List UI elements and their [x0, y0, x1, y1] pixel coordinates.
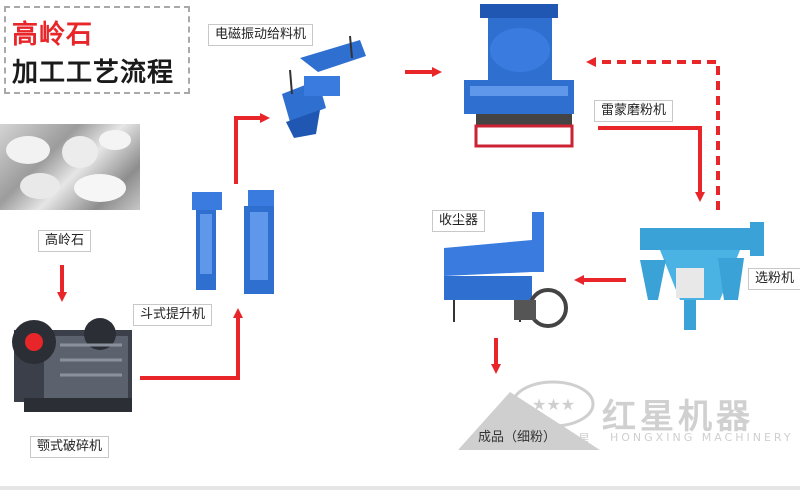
vibrating-feeder [282, 35, 366, 138]
return-arrow [586, 57, 720, 210]
kaolin-rocks [6, 130, 131, 202]
raymond-mill [464, 4, 574, 148]
title-line-1: 高岭石 [12, 20, 94, 50]
watermark-emblem-icon: ★★★ [511, 380, 595, 428]
arrow-crusher-to-elevator [140, 308, 243, 380]
watermark-star: 星 [578, 432, 591, 446]
label-raymond-mill: 雷蒙磨粉机 [594, 100, 674, 122]
title-frame [4, 6, 190, 94]
arrow-elevator-to-feeder [234, 113, 270, 184]
label-classifier: 选粉机 [748, 268, 800, 290]
dust-collector [444, 212, 568, 328]
classifier [640, 222, 764, 330]
svg-text:★★★: ★★★ [532, 395, 575, 414]
title-line-2: 加工工艺流程 [12, 58, 175, 88]
flow-arrows [57, 67, 705, 380]
jaw-crusher [12, 318, 132, 412]
watermark-sub: HONGXING MACHINERY [610, 431, 794, 444]
label-jaw-crusher: 颚式破碎机 [30, 436, 110, 458]
arrow-mill-to-classifier [598, 126, 705, 202]
label-dust-collector: 收尘器 [432, 210, 486, 232]
bucket-elevator [192, 190, 274, 294]
label-product: 成品（细粉） [478, 430, 557, 445]
bottom-divider [0, 486, 800, 490]
label-bucket-elevator: 斗式提升机 [133, 304, 213, 326]
label-vibrating-feeder: 电磁振动给料机 [208, 24, 314, 46]
watermark-brand: 红星机器 [602, 397, 754, 437]
label-raw-material: 高岭石 [38, 230, 92, 252]
